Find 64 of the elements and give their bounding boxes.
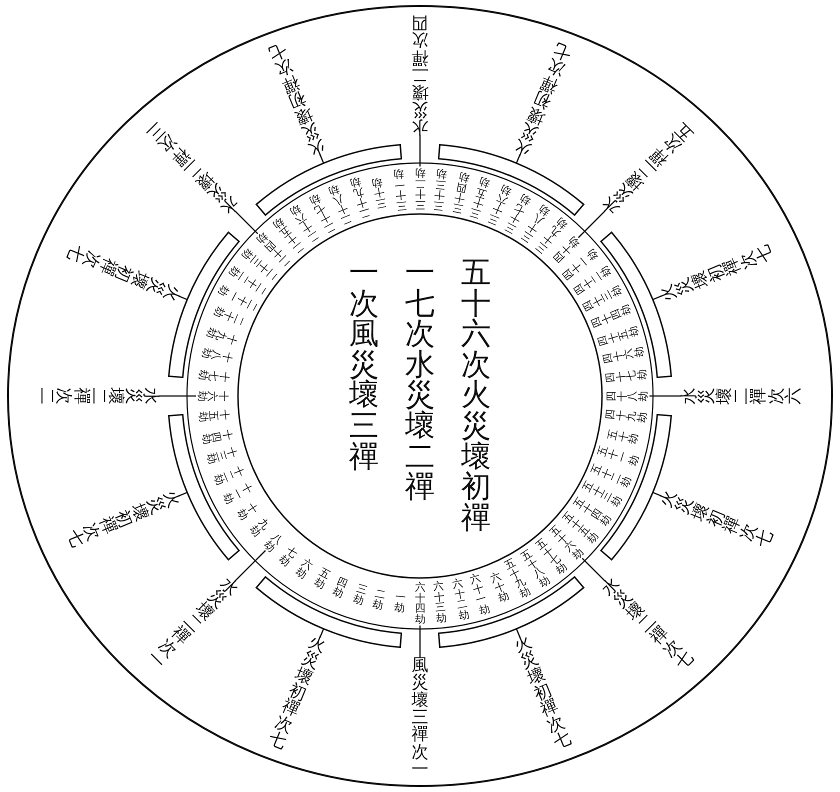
radial-label: 水災壞二禪次三 xyxy=(143,119,242,218)
kalpa-label: 三十劫 xyxy=(371,175,388,209)
kalpa-label: 六十二劫 xyxy=(451,578,470,622)
kalpa-label: 十五劫 xyxy=(196,410,230,424)
kalpa-label: 十四劫 xyxy=(199,428,233,445)
connector-line xyxy=(516,628,521,638)
kalpa-label: 三十四劫 xyxy=(451,170,470,214)
kalpa-label: 四十八劫 xyxy=(606,390,650,402)
connector-line xyxy=(582,558,606,582)
radial-label: 火災壞初禪次七 xyxy=(63,488,182,550)
kalpa-label: 三劫 xyxy=(351,583,368,607)
connector-line xyxy=(419,626,421,658)
kalpa-label: 四十六劫 xyxy=(602,346,646,365)
radial-label: 火災壞初禪次七 xyxy=(512,39,574,158)
connector-line xyxy=(319,628,324,638)
kalpa-label: 二十九劫 xyxy=(348,174,371,219)
center-text-column: 一次風災壞三禪 xyxy=(349,258,379,472)
center-text-column: 五十六次火災壞初禪 xyxy=(461,258,491,534)
kalpa-label: 六十四劫 xyxy=(414,582,426,626)
kalpa-label: 三十五劫 xyxy=(469,174,492,219)
radial-label: 水災壞二禪次一 xyxy=(143,574,242,673)
connector-line xyxy=(234,550,266,582)
kalpa-label: 十九劫 xyxy=(204,326,238,346)
kalpa-label: 三十三劫 xyxy=(433,167,448,211)
radial-label: 火災壞初禪次七 xyxy=(658,488,777,550)
connector-line xyxy=(158,395,196,397)
connector-line xyxy=(178,295,188,300)
connector-line xyxy=(419,134,421,166)
radial-label: 水災壞二禪次二 xyxy=(37,388,159,404)
radial-label: 水災壞二禪次五 xyxy=(598,119,697,218)
kalpa-label: 三十一劫 xyxy=(392,167,407,211)
radial-label: 火災壞初禪次七 xyxy=(63,242,182,304)
connector-line xyxy=(650,395,682,397)
connector-line xyxy=(578,210,606,238)
kalpa-label: 五十劫 xyxy=(607,428,641,445)
connector-line xyxy=(652,295,662,300)
radial-label: 風災壞三禪次一 xyxy=(412,657,428,779)
kalpa-label: 十二劫 xyxy=(210,464,245,487)
kalpa-label: 二十劫 xyxy=(210,305,245,328)
kalpa-label: 六十三劫 xyxy=(433,581,448,625)
kalpa-label: 五劫 xyxy=(312,568,332,592)
connector-line xyxy=(652,492,662,497)
radial-label: 火災壞初禪次七 xyxy=(266,39,328,158)
kalpa-label: 四劫 xyxy=(331,576,350,600)
kalpa-label: 十八劫 xyxy=(199,347,233,364)
kalpa-label: 十六劫 xyxy=(196,390,228,402)
center-text-column: 一七次水災壞二禪 xyxy=(405,258,435,504)
kalpa-label: 三十二劫 xyxy=(414,166,426,210)
kalpa-label: 一劫 xyxy=(393,592,406,614)
radial-label: 火災壞初禪次七 xyxy=(658,242,777,304)
connector-line xyxy=(178,492,188,497)
radial-label: 火災壞初禪次七 xyxy=(266,634,328,753)
kalpa-label: 四十九劫 xyxy=(605,409,649,424)
connector-line xyxy=(516,154,521,164)
radial-label: 水災壞二禪次四 xyxy=(412,13,428,135)
kalpa-label: 四十七劫 xyxy=(605,368,649,383)
radial-label: 火災壞初禪次七 xyxy=(512,634,574,753)
connector-line xyxy=(234,210,258,234)
radial-label: 水災壞二禪次七 xyxy=(598,574,697,673)
kalpa-label: 十七劫 xyxy=(196,368,230,382)
radial-label: 水災壞二禪次六 xyxy=(681,388,803,404)
kalpa-label: 十三劫 xyxy=(204,446,238,466)
kalpa-label: 二劫 xyxy=(372,588,387,612)
connector-line xyxy=(319,154,324,164)
